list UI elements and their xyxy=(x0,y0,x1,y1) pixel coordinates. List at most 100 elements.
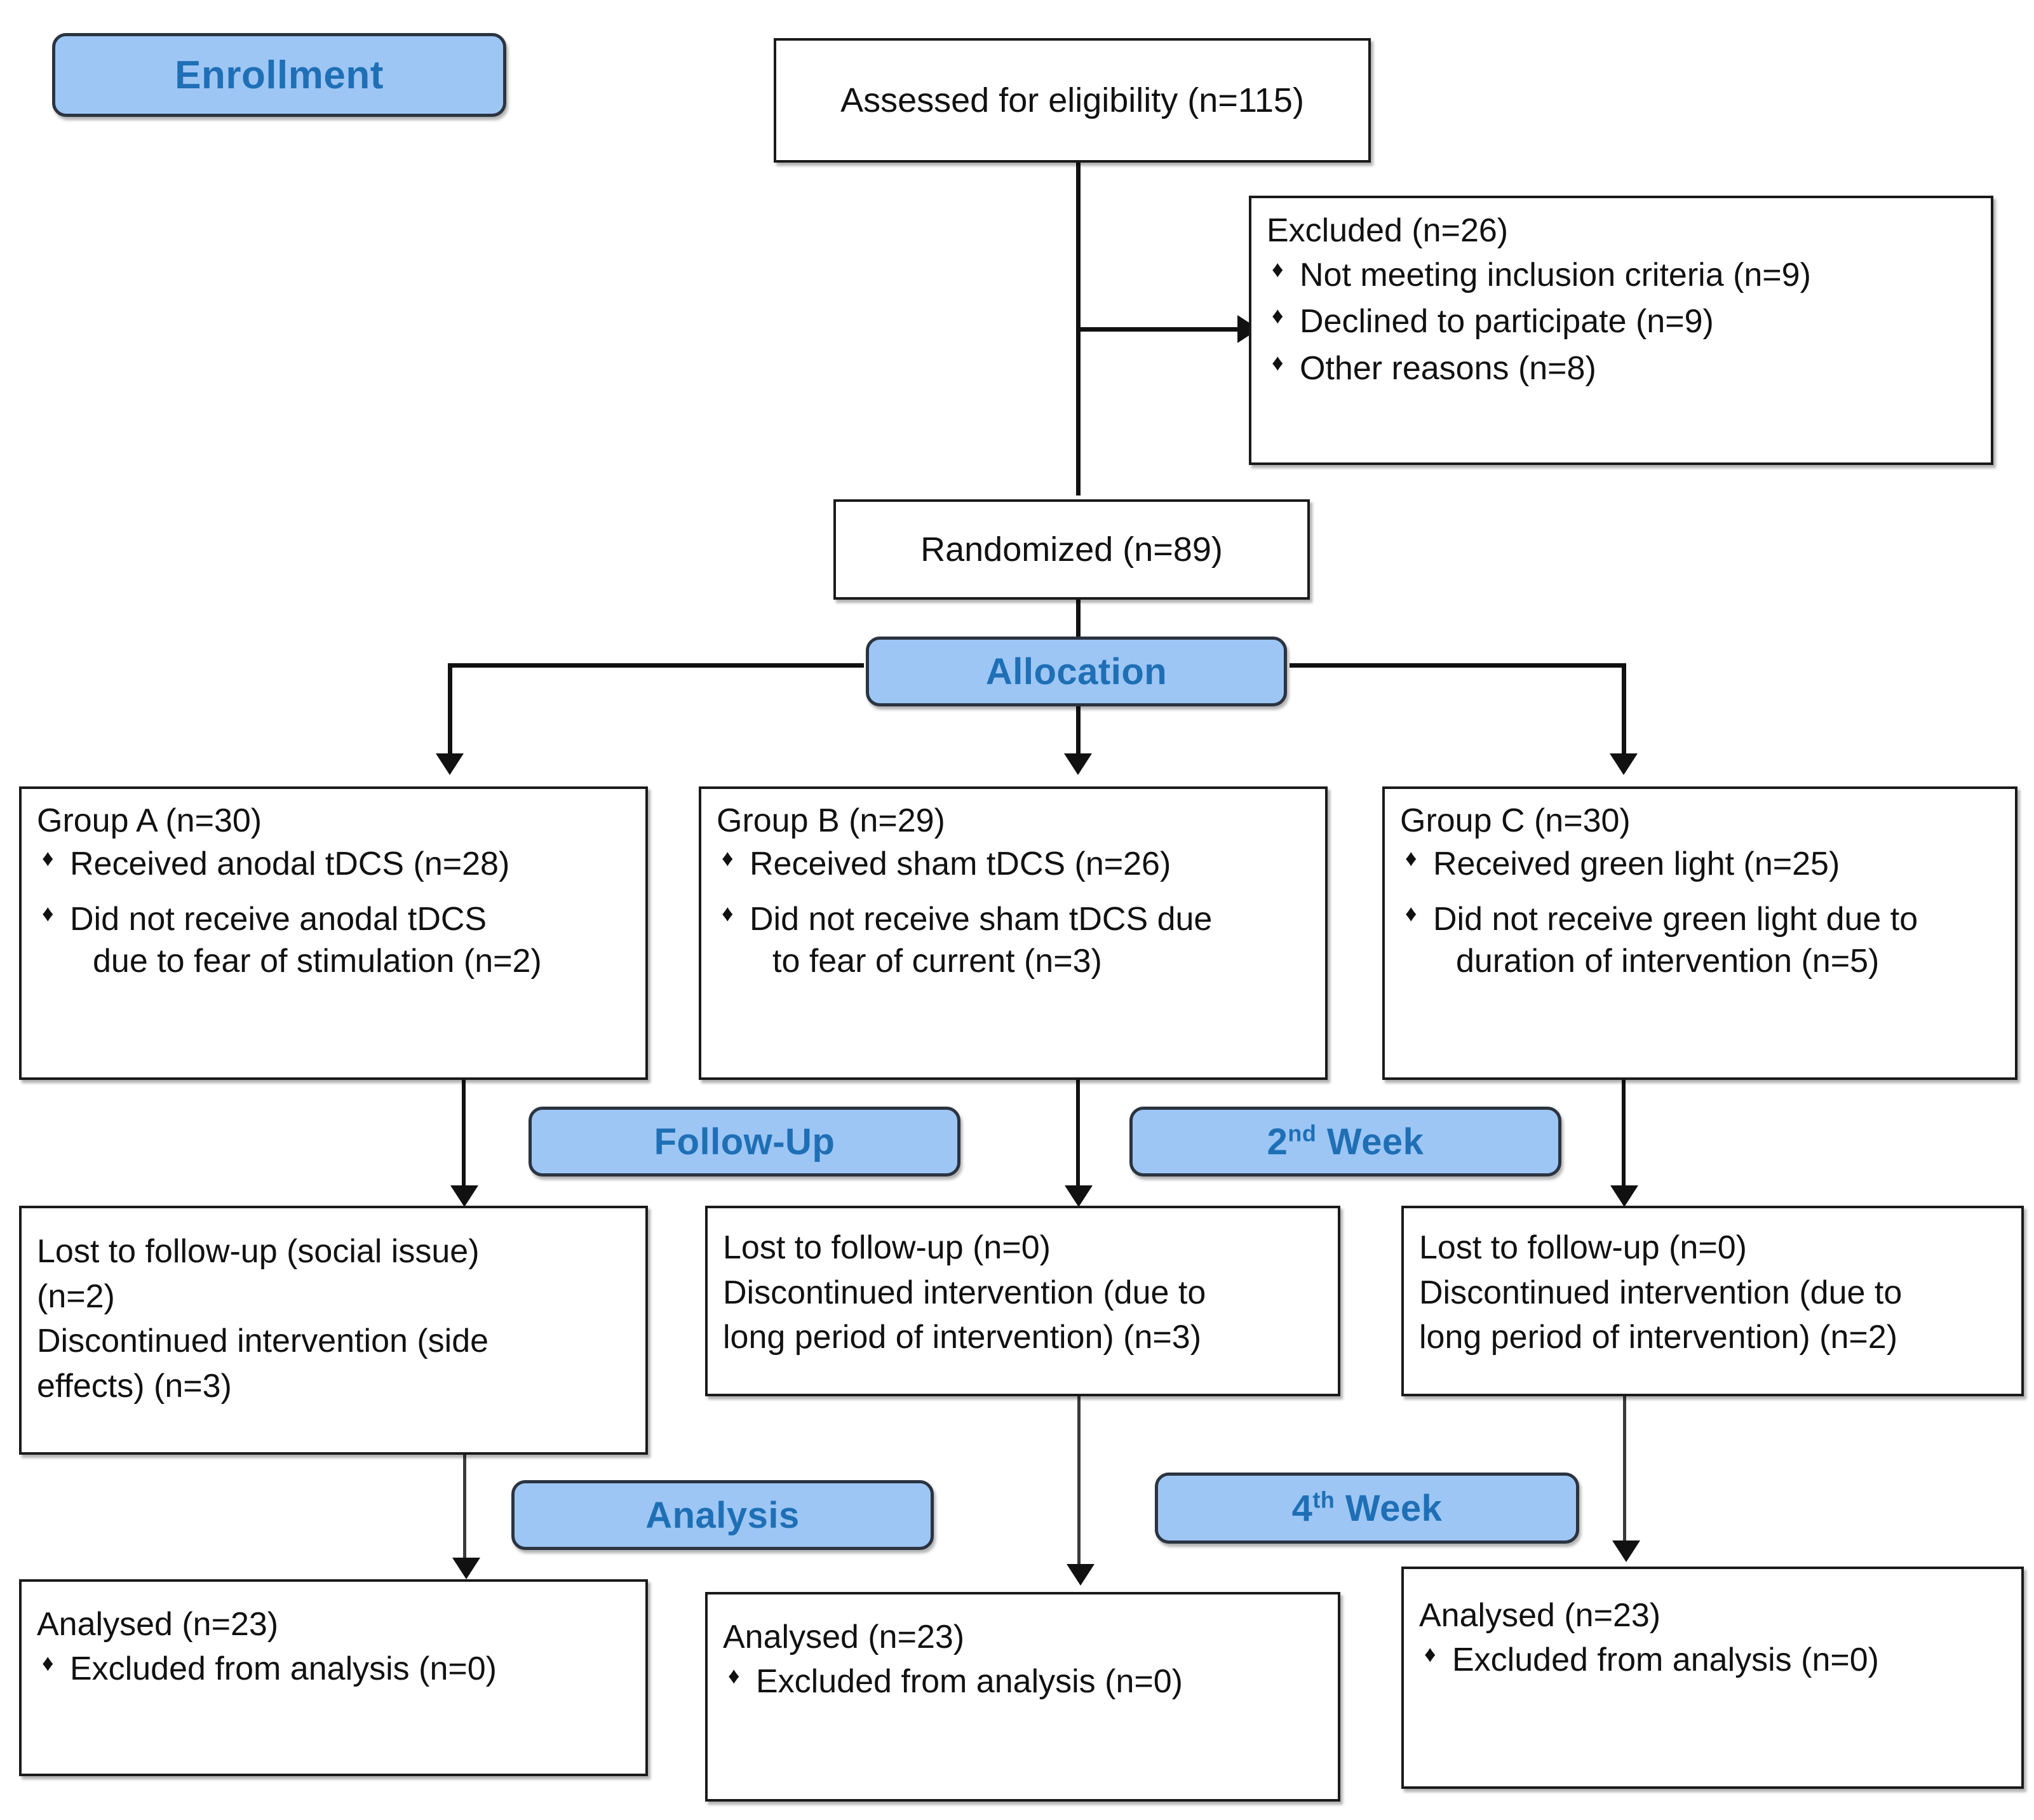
connector-followup-b-to-analysed-b xyxy=(1077,1394,1081,1579)
randomized-text: Randomized (n=89) xyxy=(920,530,1223,569)
arrowhead-to-group-c xyxy=(1610,753,1638,775)
week2-number: 2 xyxy=(1267,1121,1288,1163)
stage-badge-week4-label: 4th Week xyxy=(1292,1487,1443,1530)
diamond-bullet-icon: ♦ xyxy=(728,1662,740,1689)
box-followup-c: Lost to follow-up (n=0) Discontinued int… xyxy=(1401,1206,2024,1396)
group-c-title: Group C (n=30) xyxy=(1400,802,1631,839)
analysed-b-title: Analysed (n=23) xyxy=(723,1619,965,1655)
box-followup-b: Lost to follow-up (n=0) Discontinued int… xyxy=(705,1206,1340,1396)
excluded-reason-text: Declined to participate (n=9) xyxy=(1300,303,1714,340)
connector-group-b-to-followup-b xyxy=(1076,1080,1080,1191)
box-randomized: Randomized (n=89) xyxy=(833,499,1310,600)
diamond-bullet-icon: ♦ xyxy=(1272,349,1284,375)
connector-allocation-right-rail xyxy=(1290,663,1626,668)
analysed-c-item-list: ♦ Excluded from analysis (n=0) xyxy=(1419,1639,2007,1682)
box-excluded: Excluded (n=26) ♦ Not meeting inclusion … xyxy=(1249,196,1993,465)
group-c-item-list: ♦ Received green light (n=25) ♦ Did not … xyxy=(1400,844,2001,983)
arrowhead-to-analysed-c xyxy=(1612,1540,1640,1562)
stage-badge-allocation-label: Allocation xyxy=(985,650,1168,692)
group-b-item-text: Received sham tDCS (n=26) xyxy=(750,845,1171,882)
arrowhead-to-analysed-a xyxy=(452,1558,480,1579)
diamond-bullet-icon: ♦ xyxy=(722,844,734,871)
group-a-item-text: Did not receive anodal tDCS xyxy=(70,901,487,938)
list-item: ♦ Received sham tDCS (n=26) xyxy=(717,844,1311,886)
box-group-c: Group C (n=30) ♦ Received green light (n… xyxy=(1382,786,2017,1080)
analysed-a-item-list: ♦ Excluded from analysis (n=0) xyxy=(37,1648,631,1691)
connector-randomized-to-allocation xyxy=(1076,597,1081,642)
connector-allocation-left-drop xyxy=(448,663,452,758)
excluded-reason-list: ♦ Not meeting inclusion criteria (n=9) ♦… xyxy=(1267,254,1977,391)
followup-c-line: long period of intervention) (n=2) xyxy=(1419,1319,1898,1356)
diamond-bullet-icon: ♦ xyxy=(42,844,54,871)
group-a-item-text: Received anodal tDCS (n=28) xyxy=(70,845,510,882)
stage-badge-allocation[interactable]: Allocation xyxy=(866,637,1287,706)
arrowhead-to-followup-c xyxy=(1610,1185,1638,1207)
box-analysed-a: Analysed (n=23) ♦ Excluded from analysis… xyxy=(19,1579,648,1776)
list-item: ♦ Excluded from analysis (n=0) xyxy=(37,1648,631,1691)
followup-a-line: (n=2) xyxy=(37,1277,115,1315)
group-c-item-text-cont: duration of intervention (n=5) xyxy=(1456,942,1880,980)
diamond-bullet-icon: ♦ xyxy=(42,900,54,927)
analysed-b-item-text: Excluded from analysis (n=0) xyxy=(756,1662,1183,1700)
list-item: ♦ Received anodal tDCS (n=28) xyxy=(37,844,631,886)
week4-word: Week xyxy=(1335,1487,1443,1529)
stage-badge-followup[interactable]: Follow-Up xyxy=(529,1107,960,1176)
followup-b-line: Lost to follow-up (n=0) xyxy=(723,1229,1051,1266)
box-assessed-for-eligibility: Assessed for eligibility (n=115) xyxy=(774,38,1371,163)
week2-ordinal-suffix: nd xyxy=(1288,1120,1317,1147)
arrowhead-to-group-b xyxy=(1064,753,1092,775)
list-item: ♦ Did not receive anodal tDCS due to fea… xyxy=(37,899,631,982)
connector-followup-a-to-analysed-a xyxy=(463,1452,466,1572)
connector-allocation-left-rail xyxy=(448,663,864,668)
diamond-bullet-icon: ♦ xyxy=(42,1649,54,1676)
excluded-reason-text: Other reasons (n=8) xyxy=(1300,349,1596,387)
group-c-item-text: Received green light (n=25) xyxy=(1433,845,1840,882)
list-item: ♦ Did not receive green light due to dur… xyxy=(1400,899,2001,982)
stage-badge-enrollment[interactable]: Enrollment xyxy=(52,33,506,117)
box-followup-a: Lost to follow-up (social issue) (n=2) D… xyxy=(19,1206,648,1455)
connector-followup-c-to-analysed-c xyxy=(1623,1394,1626,1553)
list-item: ♦ Declined to participate (n=9) xyxy=(1267,300,1977,344)
list-item: ♦ Received green light (n=25) xyxy=(1400,844,2001,886)
stage-badge-week2-label: 2nd Week xyxy=(1267,1121,1424,1163)
arrowhead-to-analysed-b xyxy=(1067,1564,1094,1586)
stage-badge-week4[interactable]: 4th Week xyxy=(1155,1473,1579,1544)
arrowhead-to-group-a xyxy=(436,753,464,775)
group-b-item-list: ♦ Received sham tDCS (n=26) ♦ Did not re… xyxy=(717,844,1311,983)
diamond-bullet-icon: ♦ xyxy=(1405,900,1417,927)
connector-group-c-to-followup-c xyxy=(1622,1080,1626,1191)
diamond-bullet-icon: ♦ xyxy=(1272,302,1284,329)
group-a-item-list: ♦ Received anodal tDCS (n=28) ♦ Did not … xyxy=(37,844,631,983)
group-c-item-text: Did not receive green light due to xyxy=(1433,901,1918,938)
group-b-title: Group B (n=29) xyxy=(717,802,945,839)
followup-c-line: Lost to follow-up (n=0) xyxy=(1419,1229,1747,1266)
analysed-a-title: Analysed (n=23) xyxy=(37,1606,279,1643)
connector-group-a-to-followup-a xyxy=(462,1080,466,1191)
followup-c-line: Discontinued intervention (due to xyxy=(1419,1274,1903,1311)
followup-a-line: Discontinued intervention (side xyxy=(37,1323,489,1360)
list-item: ♦ Excluded from analysis (n=0) xyxy=(723,1661,1324,1704)
diamond-bullet-icon: ♦ xyxy=(1405,844,1417,871)
followup-b-line: long period of intervention) (n=3) xyxy=(723,1319,1202,1356)
diamond-bullet-icon: ♦ xyxy=(722,900,734,927)
stage-badge-analysis-label: Analysis xyxy=(645,1494,800,1536)
diamond-bullet-icon: ♦ xyxy=(1272,255,1284,282)
followup-a-line: Lost to follow-up (social issue) xyxy=(37,1233,480,1270)
analysed-c-item-text: Excluded from analysis (n=0) xyxy=(1452,1641,1879,1678)
excluded-title: Excluded (n=26) xyxy=(1267,212,1509,249)
stage-badge-analysis[interactable]: Analysis xyxy=(511,1480,934,1550)
connector-allocation-right-drop xyxy=(1622,663,1626,758)
box-group-a: Group A (n=30) ♦ Received anodal tDCS (n… xyxy=(19,786,648,1080)
stage-badge-enrollment-label: Enrollment xyxy=(175,53,384,97)
excluded-reason-text: Not meeting inclusion criteria (n=9) xyxy=(1300,256,1811,293)
stage-badge-followup-label: Follow-Up xyxy=(654,1121,835,1163)
week2-word: Week xyxy=(1316,1121,1424,1163)
list-item: ♦ Excluded from analysis (n=0) xyxy=(1419,1639,2007,1682)
group-a-title: Group A (n=30) xyxy=(37,802,262,839)
followup-a-line: effects) (n=3) xyxy=(37,1367,232,1405)
stage-badge-week2[interactable]: 2nd Week xyxy=(1129,1107,1561,1176)
followup-b-line: Discontinued intervention (due to xyxy=(723,1274,1206,1311)
box-analysed-c: Analysed (n=23) ♦ Excluded from analysis… xyxy=(1401,1567,2024,1789)
week4-ordinal-suffix: th xyxy=(1312,1486,1335,1513)
